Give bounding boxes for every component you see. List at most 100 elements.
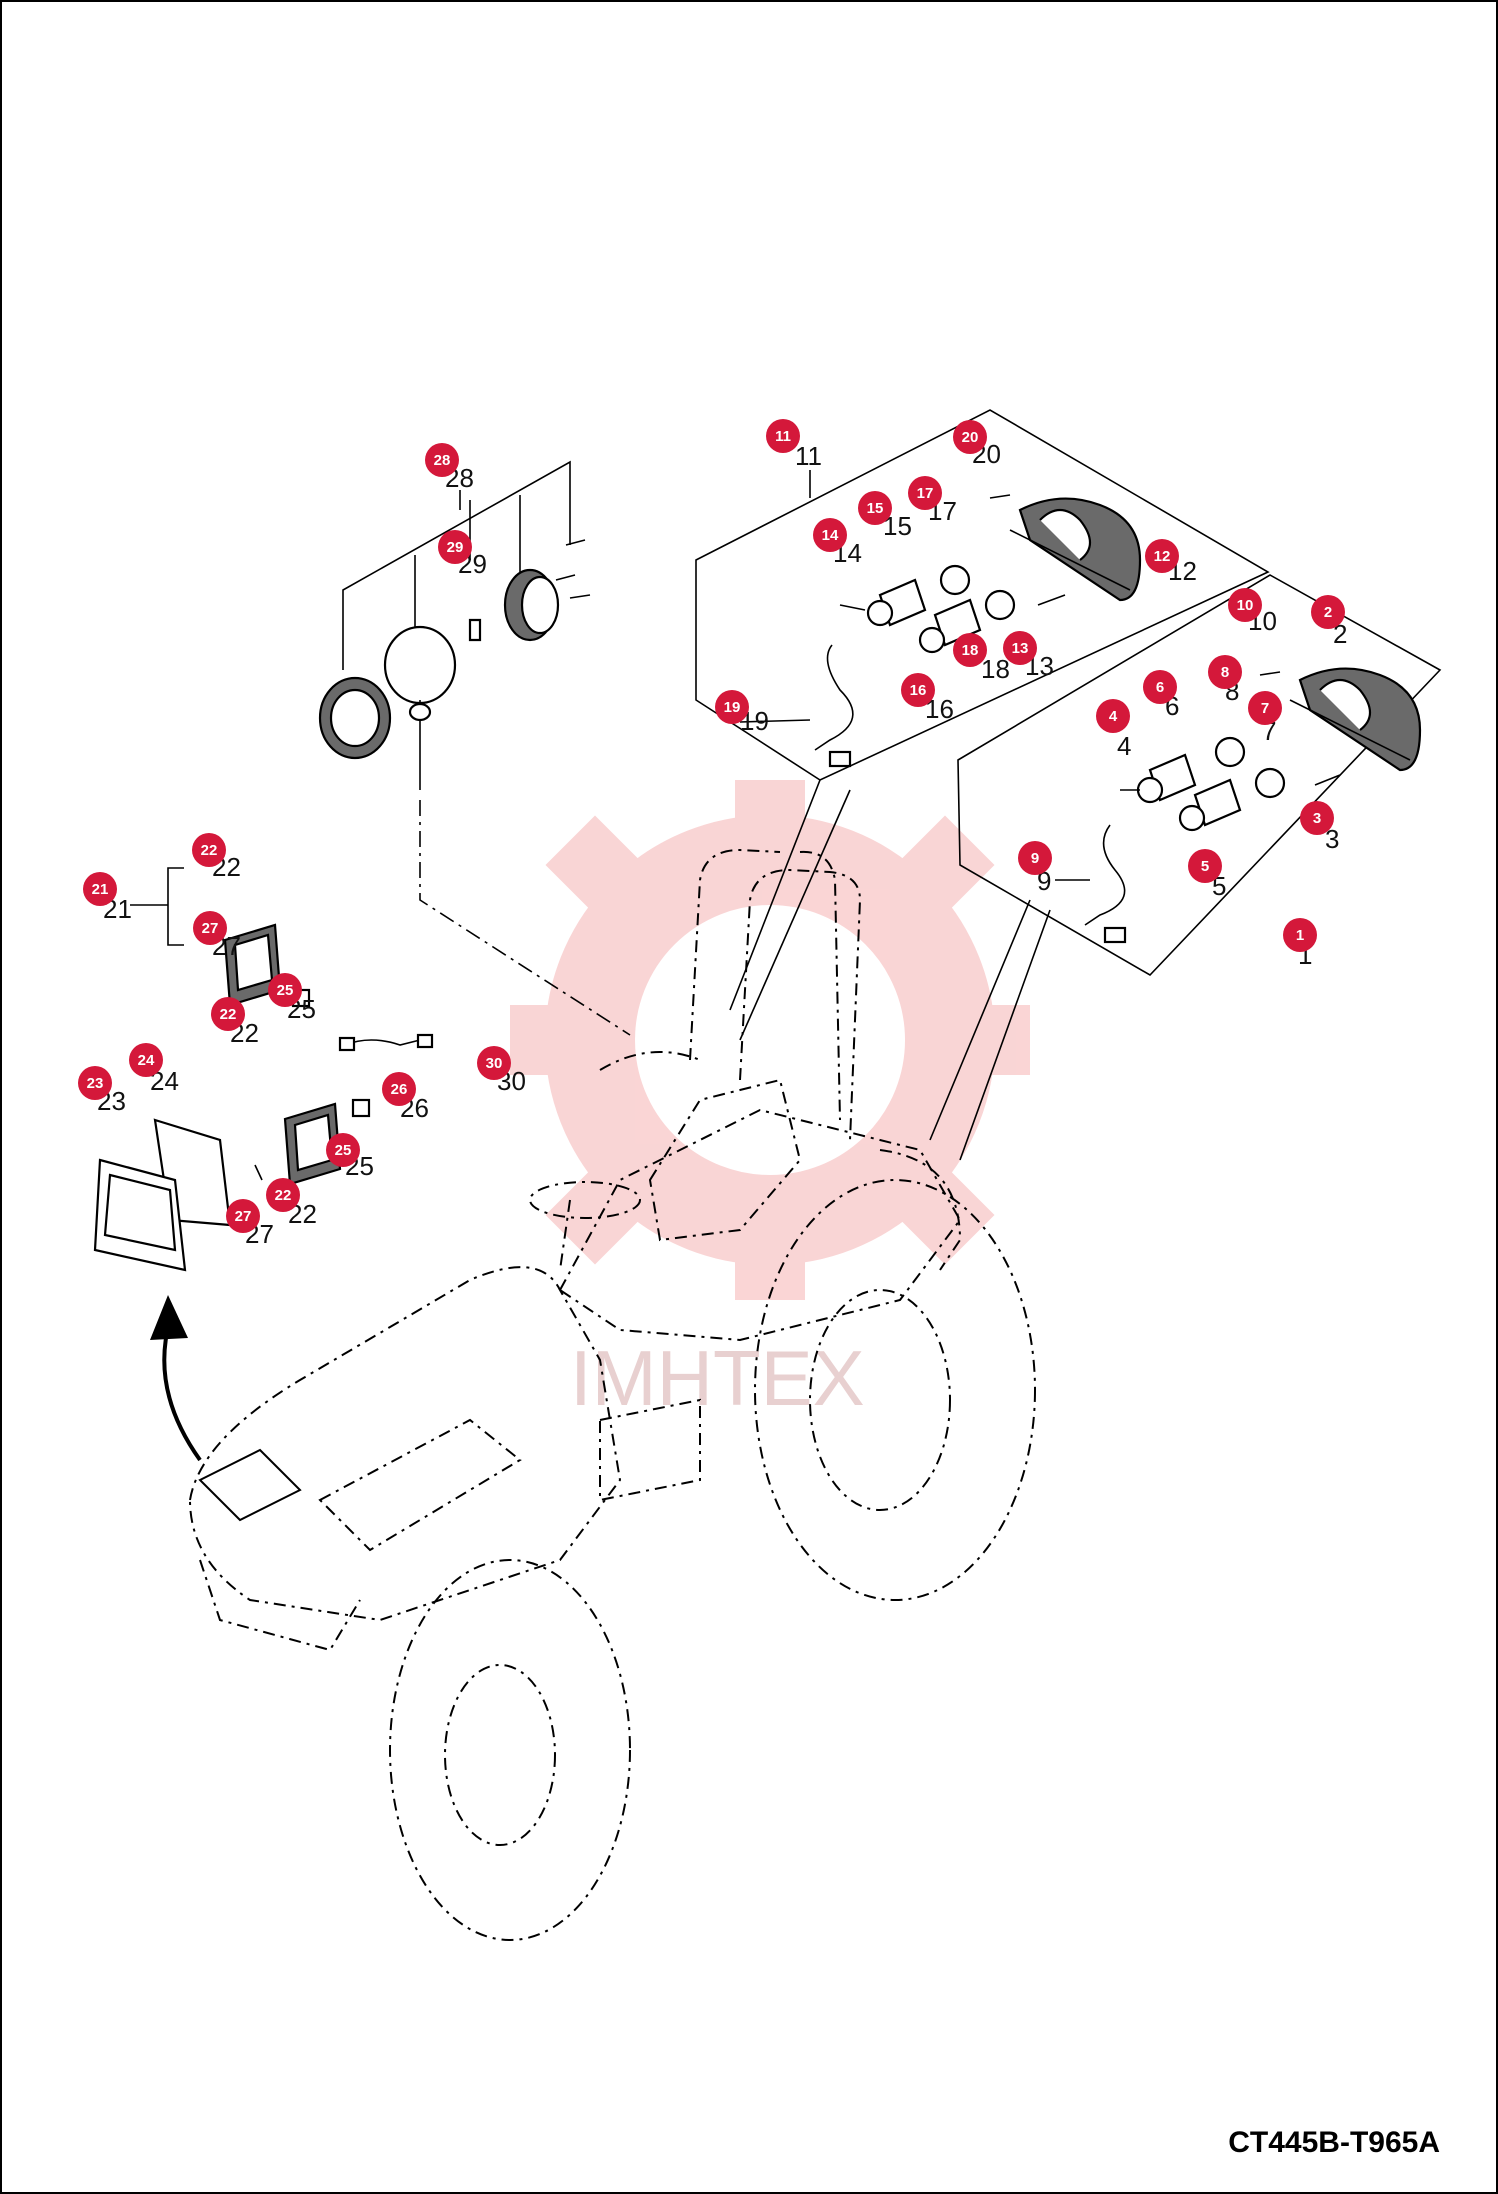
svg-text:21: 21 (92, 881, 109, 898)
label-11: 11 (795, 441, 822, 471)
label-18: 18 (981, 654, 1010, 684)
svg-text:27: 27 (202, 920, 219, 937)
svg-text:26: 26 (391, 1081, 408, 1098)
svg-text:7: 7 (1261, 700, 1269, 717)
bulb-18 (984, 589, 1016, 621)
rear-wheel (754, 1179, 1036, 1601)
svg-text:30: 30 (486, 1055, 503, 1072)
tractor-outline (188, 848, 1036, 1941)
headlight-upper (223, 923, 282, 1007)
step (599, 1398, 701, 1502)
svg-text:6: 6 (1156, 679, 1164, 696)
callout-badge-22: 22 (211, 997, 245, 1031)
operator-platform (558, 1108, 962, 1342)
svg-text:16: 16 (910, 682, 927, 699)
callout-badge-6: 6 (1143, 670, 1177, 704)
svg-text:9: 9 (1031, 850, 1039, 867)
svg-text:19: 19 (724, 699, 741, 716)
callout-badge-26: 26 (382, 1072, 416, 1106)
svg-text:25: 25 (277, 982, 294, 999)
callout-badge-27: 27 (226, 1199, 260, 1233)
harness-9 (1084, 824, 1126, 926)
svg-text:1: 1 (1296, 927, 1304, 944)
callout-badge-21: 21 (83, 872, 117, 906)
callout-badge-29: 29 (438, 530, 472, 564)
svg-text:25: 25 (335, 1142, 352, 1159)
front-wheel (389, 1559, 631, 1941)
callout-badge-18: 18 (953, 633, 987, 667)
svg-text:14: 14 (822, 527, 839, 544)
callout-badge-22: 22 (192, 833, 226, 867)
bulb-socket-15 (866, 578, 927, 627)
rops-frame (739, 868, 862, 1141)
callout-badge-28: 28 (425, 443, 459, 477)
callout-badge-12: 12 (1145, 539, 1179, 573)
callout-badge-8: 8 (1208, 655, 1242, 689)
bracket-21 (167, 867, 184, 946)
seat (648, 1078, 802, 1242)
label-3: 3 (1325, 824, 1339, 854)
svg-text:18: 18 (962, 642, 979, 659)
callout-badge-13: 13 (1003, 631, 1037, 665)
svg-text:2: 2 (1324, 604, 1332, 621)
callout-badge-14: 14 (813, 518, 847, 552)
callout-badge-2: 2 (1311, 595, 1345, 629)
svg-text:13: 13 (1012, 640, 1029, 657)
svg-text:17: 17 (917, 485, 934, 502)
svg-text:8: 8 (1221, 664, 1229, 681)
svg-text:24: 24 (138, 1052, 155, 1069)
svg-text:20: 20 (962, 429, 979, 446)
callout-badge-27: 27 (193, 911, 227, 945)
work-light-bulb (468, 618, 482, 642)
svg-text:11: 11 (775, 428, 791, 445)
label-4: 4 (1117, 731, 1131, 761)
callout-badge-7: 7 (1248, 691, 1282, 725)
svg-text:10: 10 (1237, 597, 1254, 614)
callout-badge-19: 19 (715, 690, 749, 724)
bulb-25-lower (351, 1098, 371, 1118)
svg-text:29: 29 (447, 539, 464, 556)
callout-badge-20: 20 (953, 420, 987, 454)
watermark-gear-icon (510, 780, 1030, 1300)
callout-badge-22: 22 (266, 1178, 300, 1212)
bulb-17 (939, 564, 971, 596)
callout-badge-25: 25 (268, 973, 302, 1007)
callout-badge-16: 16 (901, 673, 935, 707)
rear-lamp-lh (1009, 497, 1142, 602)
bulb-8 (1214, 736, 1246, 768)
callout-badge-1: 1 (1283, 918, 1317, 952)
rear-lamp-box-lower (957, 574, 1442, 977)
svg-text:28: 28 (434, 452, 451, 469)
work-light-bracket-lines (342, 460, 571, 670)
location-arrow (162, 1319, 202, 1462)
svg-text:23: 23 (87, 1075, 104, 1092)
svg-text:27: 27 (235, 1208, 252, 1225)
callout-badge-15: 15 (858, 491, 892, 525)
svg-text:5: 5 (1201, 858, 1209, 875)
rear-lamp-rh (1289, 667, 1422, 772)
hood (188, 1266, 622, 1622)
harness-19 (814, 644, 854, 751)
callout-badges: 1234567891011121314151617181920212222222… (78, 419, 1345, 1233)
callout-badge-4: 4 (1096, 699, 1130, 733)
work-light-leader (419, 800, 631, 1036)
callout-badge-30: 30 (477, 1046, 511, 1080)
diagram-code: CT445B-T965A (1228, 2126, 1440, 2159)
callout-badge-17: 17 (908, 476, 942, 510)
work-light-housing (383, 625, 457, 705)
watermark-text: IMHTEX (570, 1334, 865, 1422)
svg-text:22: 22 (201, 842, 218, 859)
callout-badge-10: 10 (1228, 588, 1262, 622)
callout-badge-5: 5 (1188, 849, 1222, 883)
steering-wheel (529, 1181, 641, 1219)
svg-text:4: 4 (1109, 708, 1118, 725)
svg-text:22: 22 (275, 1187, 292, 1204)
svg-text:15: 15 (867, 500, 884, 517)
svg-text:22: 22 (220, 1006, 237, 1023)
harness-26 (344, 1039, 421, 1046)
callout-badge-9: 9 (1018, 841, 1052, 875)
callout-badge-25: 25 (326, 1133, 360, 1167)
rops-left-post (689, 848, 781, 1061)
